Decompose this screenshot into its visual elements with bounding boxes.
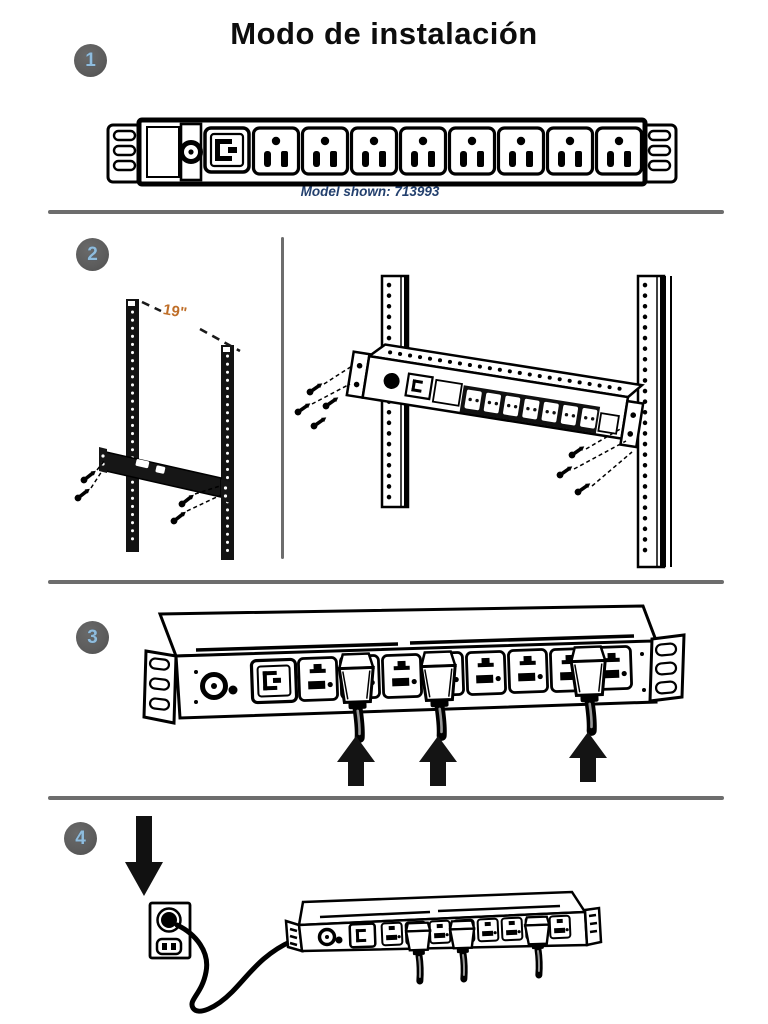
outlet-icon (464, 649, 508, 697)
screw-icon (177, 492, 196, 509)
blank-panel (146, 126, 180, 178)
dimension-line (141, 300, 162, 313)
outlet-icon (447, 126, 497, 176)
power-plug (450, 921, 476, 980)
plugged-cord-head (161, 912, 177, 928)
screw-icon (555, 463, 575, 480)
power-plug (571, 646, 608, 731)
plug-in-arrow-icon (125, 816, 163, 896)
outlet-icon (496, 126, 546, 176)
screw-icon (73, 486, 92, 503)
pdu-angled (345, 343, 645, 449)
circuit-breaker-icon (200, 672, 238, 700)
rack-mounting-illustration (293, 274, 672, 569)
power-plug (339, 653, 376, 738)
section-divider-1 (48, 210, 724, 214)
rack-frame-illustration (73, 299, 241, 560)
step-3-badge: 3 (76, 621, 109, 654)
screw-icon (169, 509, 188, 526)
power-plug (406, 923, 432, 982)
insert-arrow-icon (419, 736, 457, 786)
screw-icon (293, 400, 313, 417)
outlet-icon (349, 126, 399, 176)
outlet-icon (296, 655, 340, 703)
insert-arrow-icon (569, 732, 607, 782)
power-inlet-icon (203, 126, 251, 174)
model-caption: Model shown: 713993 (300, 184, 440, 199)
power-plug (421, 651, 458, 736)
step-1-badge: 1 (74, 44, 107, 77)
wall-connection-illustration (125, 816, 603, 1014)
screw-icon (567, 443, 587, 460)
pdu-plugging-illustration (142, 604, 686, 786)
step-3-number: 3 (87, 627, 98, 648)
outlet-icon (506, 647, 550, 695)
pdu-small (284, 890, 603, 982)
step-2-number: 2 (87, 244, 98, 265)
insert-arrow-icon (337, 736, 375, 786)
rack-post-right (636, 274, 672, 569)
screw-icon (309, 414, 329, 431)
outlet-icon (380, 652, 424, 700)
step-1-number: 1 (85, 50, 96, 71)
dimension-line (199, 327, 241, 353)
section-divider-3 (48, 796, 724, 800)
step-4-number: 4 (75, 828, 86, 849)
outlet-icon (300, 126, 350, 176)
power-inlet-icon (249, 657, 299, 705)
screw-icon (573, 480, 593, 497)
section-divider-2 (48, 580, 724, 584)
circuit-breaker-icon (179, 122, 203, 182)
screw-icon (321, 394, 341, 411)
outlet-icon (251, 126, 301, 176)
step-2-badge: 2 (76, 238, 109, 271)
step-4-badge: 4 (64, 822, 97, 855)
pdu-front-illustration (106, 117, 678, 187)
outlet-icon (398, 126, 448, 176)
step-2-vertical-divider (281, 237, 284, 559)
outlet-icon (594, 126, 644, 176)
screw-icon (305, 380, 325, 397)
pdu-bar (99, 447, 230, 503)
power-cord (174, 922, 295, 1014)
page-title: Modo de instalación (230, 16, 538, 51)
outlet-icon (545, 126, 595, 176)
